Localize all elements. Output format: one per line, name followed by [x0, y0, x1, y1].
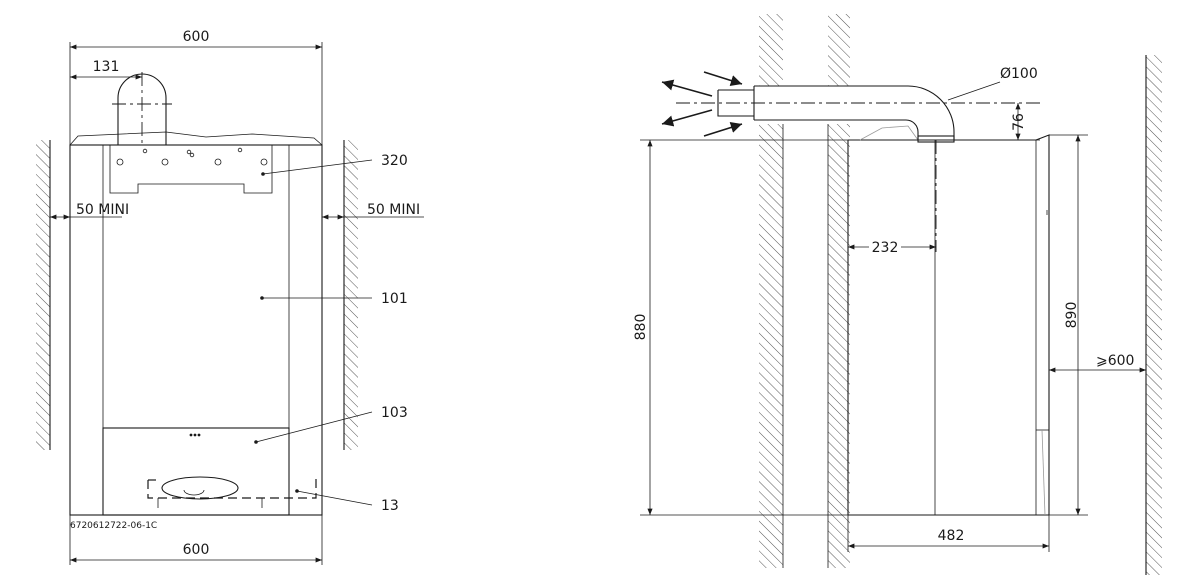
rear-wall-left	[759, 124, 783, 568]
control-panel	[102, 427, 290, 516]
front-clearance-label: ⩾600	[1096, 353, 1134, 369]
boiler-casing	[69, 131, 323, 516]
callout-13: 13	[295, 489, 399, 514]
figure-reference: 6720612722-06-1C	[70, 521, 157, 531]
callout-103: 103	[254, 405, 408, 444]
clearance-right-label: 50 MINI	[367, 202, 420, 218]
flue-diameter-label: Ø100	[1000, 66, 1038, 82]
boiler-side	[847, 125, 1050, 516]
height-left-label: 880	[633, 314, 649, 341]
depth-bottom-label: 482	[938, 528, 965, 544]
svg-text:103: 103	[381, 405, 408, 421]
width-top-label: 600	[183, 29, 210, 45]
rear-wall-right	[828, 124, 850, 568]
front-wall	[1146, 55, 1162, 575]
flue-height-label: 76	[1011, 113, 1027, 131]
flue-offset-label: 131	[93, 59, 120, 75]
callout-101: 101	[260, 291, 408, 307]
height-right-label: 890	[1064, 302, 1080, 329]
svg-text:13: 13	[381, 498, 399, 514]
svg-text:320: 320	[381, 153, 408, 169]
front-view: 600 131 50 MINI 50 MINI 320 101 103	[36, 29, 424, 565]
right-wall	[344, 140, 358, 450]
width-bottom-label: 600	[183, 542, 210, 558]
exhaust-arrows	[661, 71, 743, 137]
callout-320: 320	[261, 153, 408, 176]
mounting-bracket	[109, 145, 273, 194]
depth-center-label: 232	[872, 240, 899, 256]
side-view: Ø100 76 880 890 232 482 ⩾600	[633, 14, 1162, 575]
left-wall	[36, 140, 50, 450]
svg-text:101: 101	[381, 291, 408, 307]
flue-duct	[676, 85, 1040, 252]
clearance-left-label: 50 MINI	[76, 202, 129, 218]
